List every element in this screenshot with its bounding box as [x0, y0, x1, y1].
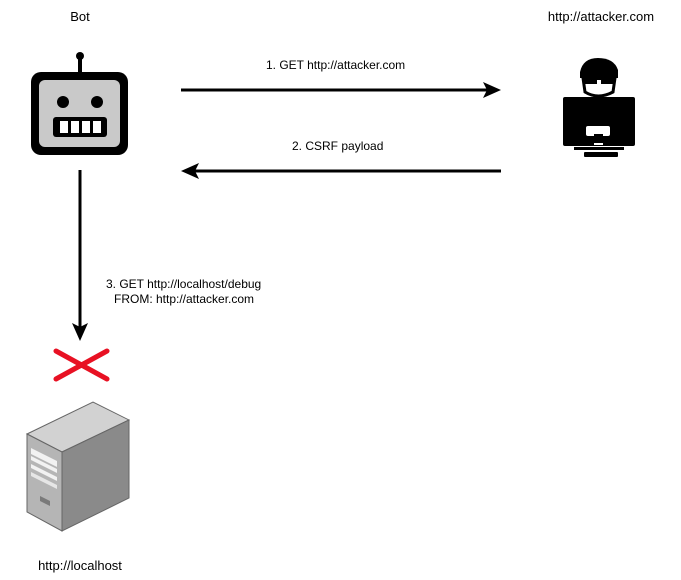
step3-label-line2: FROM: http://attacker.com — [114, 292, 255, 306]
step1-label: 1. GET http://attacker.com — [266, 58, 406, 72]
attacker-label: http://attacker.com — [547, 9, 655, 24]
bot-label: Bot — [70, 9, 90, 24]
robot-icon — [31, 52, 128, 155]
arrow-step3 — [72, 170, 88, 341]
arrow-step1 — [181, 82, 501, 98]
localhost-label: http://localhost — [38, 558, 122, 573]
server-icon — [25, 401, 131, 532]
blocked-x-icon — [53, 348, 110, 382]
step3-label-line1: 3. GET http://localhost/debug — [106, 277, 262, 291]
step2-label: 2. CSRF payload — [292, 139, 384, 153]
hacker-icon — [563, 58, 635, 157]
arrow-step2 — [181, 163, 501, 179]
